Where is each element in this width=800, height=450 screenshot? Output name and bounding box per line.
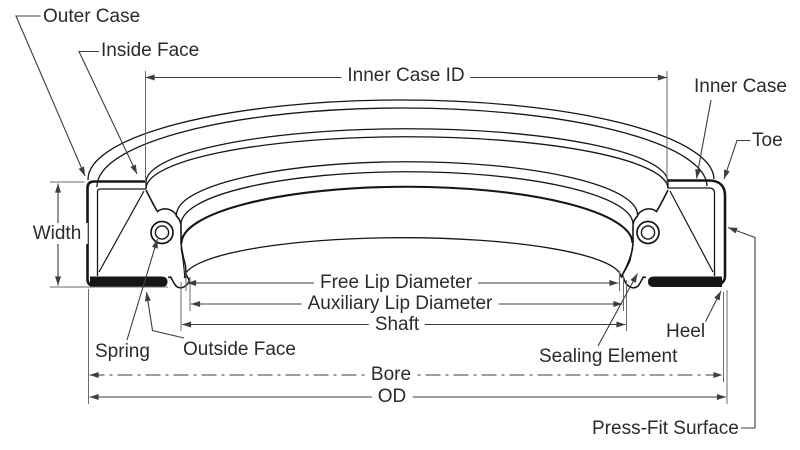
left-cross-section	[86, 180, 191, 289]
arc-shaft-contact	[183, 237, 622, 278]
label-free-lip-diameter: Free Lip Diameter	[313, 272, 479, 293]
spring-inner-right	[640, 225, 656, 240]
outer-case-right	[653, 179, 727, 287]
lip-inner-line-right	[621, 247, 634, 276]
leader-spring	[126, 238, 159, 341]
spring-outer-right	[636, 220, 660, 245]
outside-face-flange-right	[648, 276, 722, 287]
arc-inner-case-id-outer	[145, 128, 669, 183]
spring-outer-left	[150, 220, 174, 245]
label-sealing-element: Sealing Element	[539, 346, 678, 367]
label-od: OD	[371, 386, 413, 407]
leader-inner-case	[695, 99, 712, 179]
leader-outer-case	[15, 15, 86, 177]
label-bore: Bore	[364, 364, 418, 385]
right-cross-section	[620, 179, 727, 289]
leader-lines	[15, 15, 756, 429]
arc-inner-case-id-inner	[145, 136, 669, 190]
label-width: Width	[26, 223, 88, 244]
leader-inside-face	[78, 50, 138, 175]
arc-outer-rim	[87, 99, 715, 181]
rubber-cone-line-right	[669, 190, 714, 273]
label-toe: Toe	[752, 130, 783, 151]
case-inner-surface-right	[668, 187, 716, 276]
leader-press-fit-surface	[727, 226, 756, 429]
label-inner-case: Inner Case	[694, 76, 787, 97]
arc-seal-top-inner	[180, 171, 634, 225]
leader-heel	[705, 290, 722, 322]
leader-outside-face	[144, 291, 185, 339]
ring-arcs	[87, 99, 715, 278]
lip-inner-line-left	[180, 247, 186, 276]
label-shaft: Shaft	[368, 314, 426, 335]
label-inside-face: Inside Face	[101, 40, 200, 61]
label-spring: Spring	[95, 341, 150, 362]
rubber-cone-line-left	[98, 190, 145, 273]
extension-lines	[50, 71, 728, 404]
arc-case-bend	[96, 107, 708, 188]
case-inner-surface-left	[96, 188, 146, 276]
spring-inner-left	[154, 225, 170, 240]
leader-sealing-element	[597, 273, 638, 347]
label-press-fit-surface: Press-Fit Surface	[592, 418, 739, 439]
sealing-element-left	[145, 189, 191, 289]
arc-seal-top-outer	[175, 161, 639, 216]
label-outer-case: Outer Case	[43, 6, 141, 27]
label-auxiliary-lip-diameter: Auxiliary Lip Diameter	[301, 293, 499, 314]
label-heel: Heel	[666, 321, 706, 342]
arc-lip-shoulder	[180, 185, 634, 244]
label-inner-case-id: Inner Case ID	[341, 65, 471, 86]
outside-face-flange-left	[90, 276, 168, 287]
label-outside-face: Outside Face	[183, 339, 296, 360]
leader-toe	[723, 139, 751, 180]
